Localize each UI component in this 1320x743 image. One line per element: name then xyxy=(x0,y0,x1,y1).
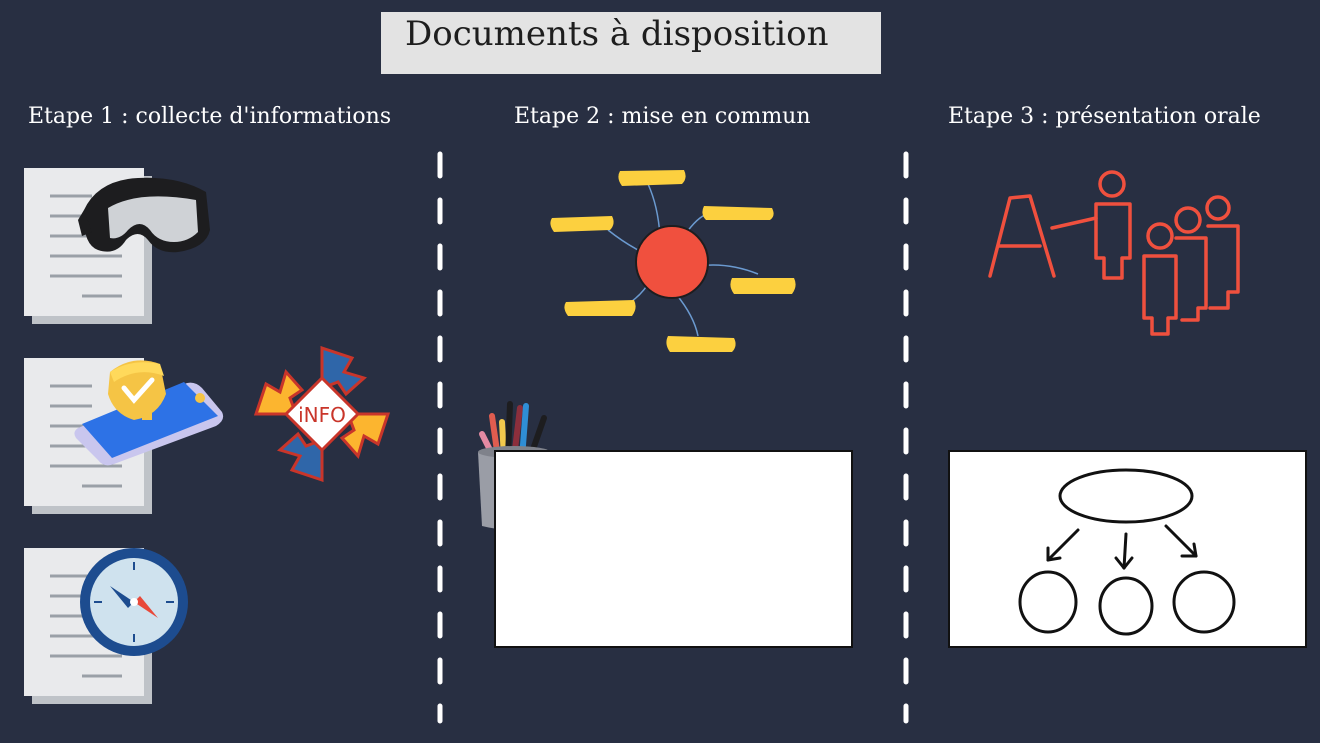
mind-map-icon xyxy=(550,170,796,352)
shared-notes-box[interactable] xyxy=(494,450,853,648)
column-divider-left xyxy=(437,151,443,724)
hierarchy-diagram-icon xyxy=(1018,468,1236,636)
info-badge-icon: iNFO xyxy=(253,345,391,483)
vr-headset-icon xyxy=(78,177,210,253)
phone-shield-icon xyxy=(74,360,224,466)
page-title: Documents à disposition xyxy=(405,14,829,54)
column-divider-right xyxy=(903,151,909,724)
presentation-diagram-box[interactable] xyxy=(948,450,1307,648)
info-badge-text: iNFO xyxy=(298,403,346,427)
title-box xyxy=(381,12,881,74)
step-1-heading: Etape 1 : collecte d'informations xyxy=(28,104,392,129)
compass-icon xyxy=(80,548,188,656)
step-3-heading: Etape 3 : présentation orale xyxy=(948,104,1261,129)
step-2-heading: Etape 2 : mise en commun xyxy=(514,104,811,129)
presentation-audience-icon xyxy=(988,170,1240,336)
